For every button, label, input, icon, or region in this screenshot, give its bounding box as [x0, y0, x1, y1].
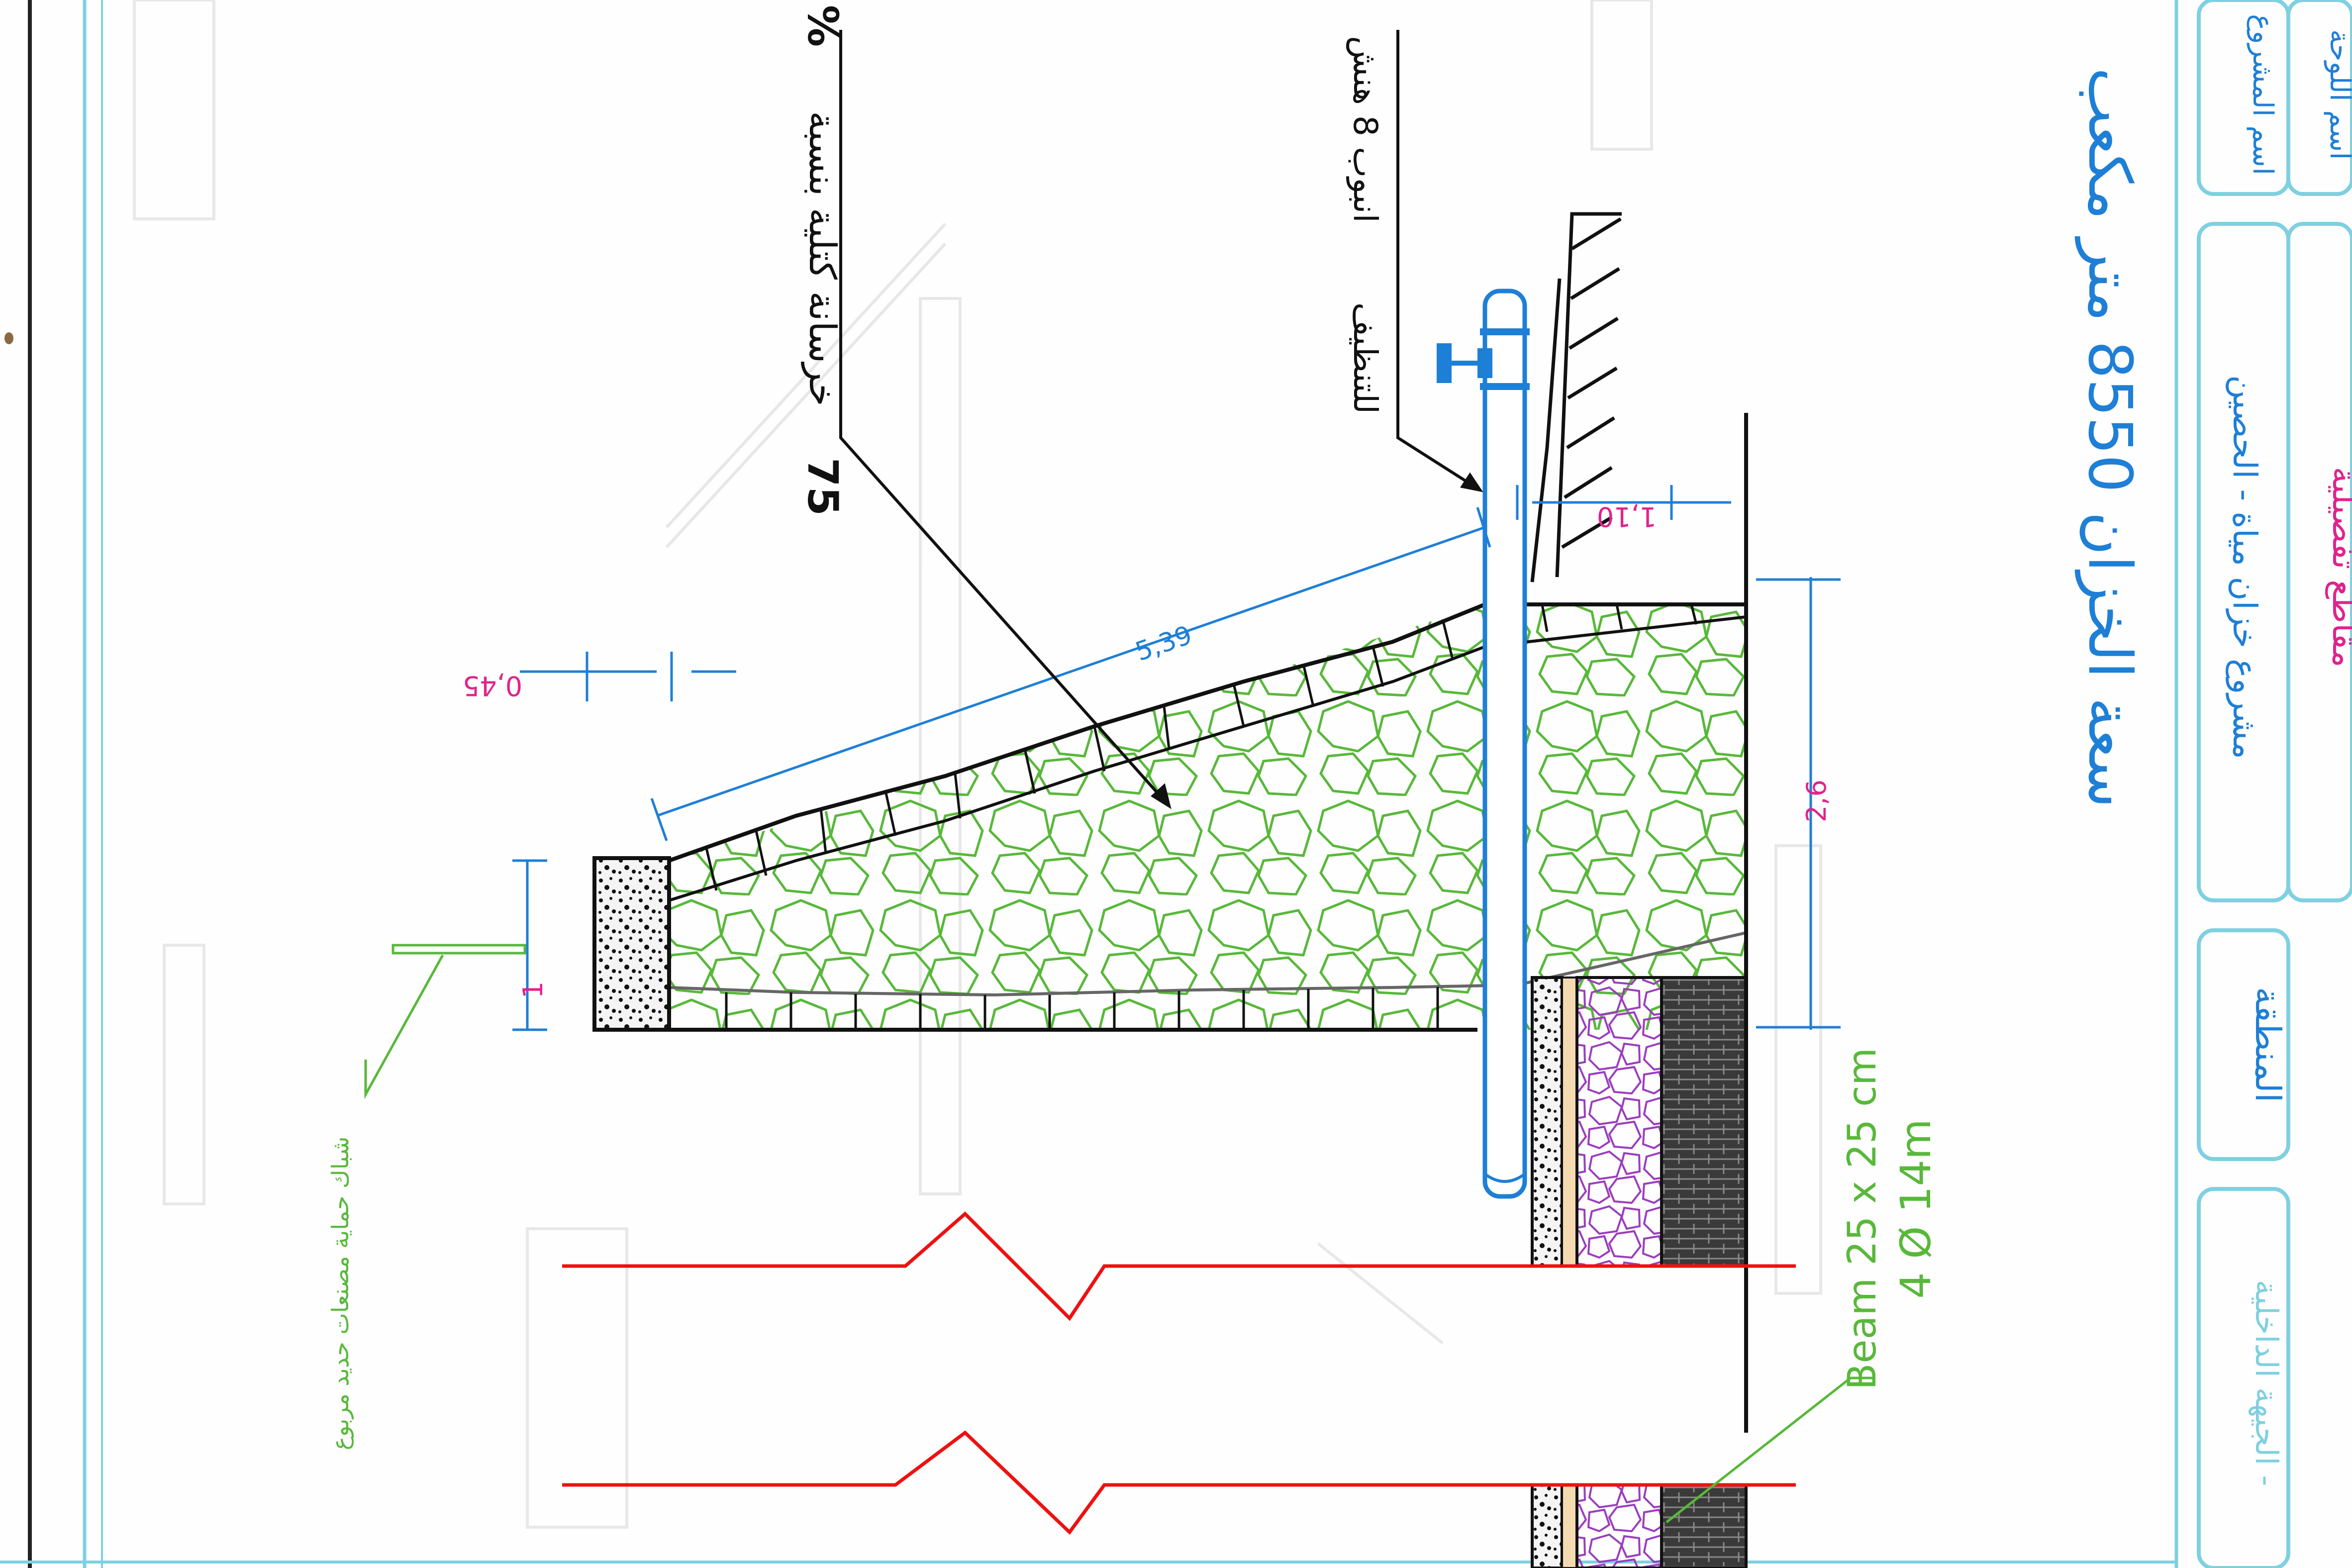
soil-hatching	[1530, 212, 1622, 583]
pipe-note-b: للتنظيف	[1346, 302, 1384, 414]
pipe-note-a: انبوب 8 هنش	[1346, 36, 1384, 223]
bleed-through-ghost	[133, 0, 1822, 1529]
project-label: اسم المشروع	[2247, 14, 2279, 175]
district-label: الجيهة الداخلية -	[2248, 1279, 2285, 1486]
sheet-frame	[0, 0, 2178, 1568]
project-name: مشروع خزان مياة - الحصين	[2226, 375, 2264, 759]
wall-layers	[1531, 413, 1748, 1568]
dim-pipe-gap: 1,10	[1597, 501, 1657, 532]
beam-rebar: 4 Ø 14m	[1891, 1119, 1940, 1299]
mesh-leader	[364, 944, 1875, 1523]
concrete-embankment	[592, 602, 1747, 1032]
cleaning-pipe	[1437, 289, 1530, 1199]
note-leaders	[839, 30, 1483, 809]
dim-wall-height: 2,6	[1801, 780, 1832, 822]
break-lines	[562, 1211, 1796, 1535]
title-block	[2197, 0, 2352, 1568]
dimension-lines	[512, 485, 1841, 1031]
concrete-value: 75	[798, 458, 847, 516]
dim-slope-length: 5,39	[1132, 620, 1196, 667]
concrete-note: خرسانة كتلية بنسبة	[801, 111, 844, 406]
dim-parapet: 1	[517, 981, 549, 998]
concrete-pct: %	[798, 5, 847, 47]
mesh-note: شباك حماية مصنعات حديد مربوع	[327, 1137, 354, 1451]
sheet-label: اسم اللوحة	[2324, 29, 2352, 160]
region-label: المنطقة	[2248, 987, 2288, 1103]
parapet-block	[592, 856, 671, 1032]
valve-handle-icon	[1437, 343, 1452, 383]
tank-capacity-title: سعة الخزان 8550 متر مكعب	[2075, 68, 2144, 808]
sheet-name: مقاطع تفصيلية	[2325, 467, 2352, 668]
beam-size: Beam 25 x 25 cm	[1840, 1048, 1885, 1390]
dim-offset: 0,45	[463, 670, 522, 701]
